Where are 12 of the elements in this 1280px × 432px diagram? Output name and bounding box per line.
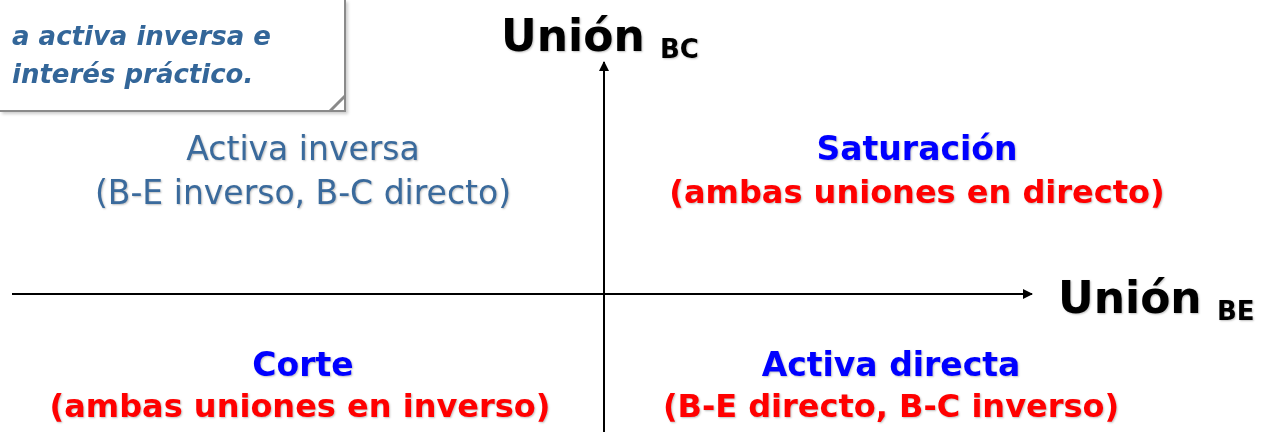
region-title: Saturación bbox=[816, 128, 1018, 170]
region-description: (B-E directo, B-C inverso) bbox=[662, 386, 1120, 426]
note-text: a activa inversa e interés práctico. bbox=[12, 20, 272, 91]
region-description: (ambas uniones en directo) bbox=[669, 172, 1165, 212]
region-description: (ambas uniones en inverso) bbox=[49, 386, 551, 426]
axis-label: Unión $_{BE}$ bbox=[1058, 271, 1255, 325]
region-title: Activa inversa bbox=[186, 128, 420, 170]
region-title: Activa directa bbox=[761, 344, 1021, 386]
axis-label: Unión $_{BC}$ bbox=[501, 9, 699, 63]
region-description: (B-E inverso, B-C directo) bbox=[94, 172, 512, 214]
callout-note bbox=[0, 0, 346, 112]
region-title: Corte bbox=[252, 344, 354, 386]
